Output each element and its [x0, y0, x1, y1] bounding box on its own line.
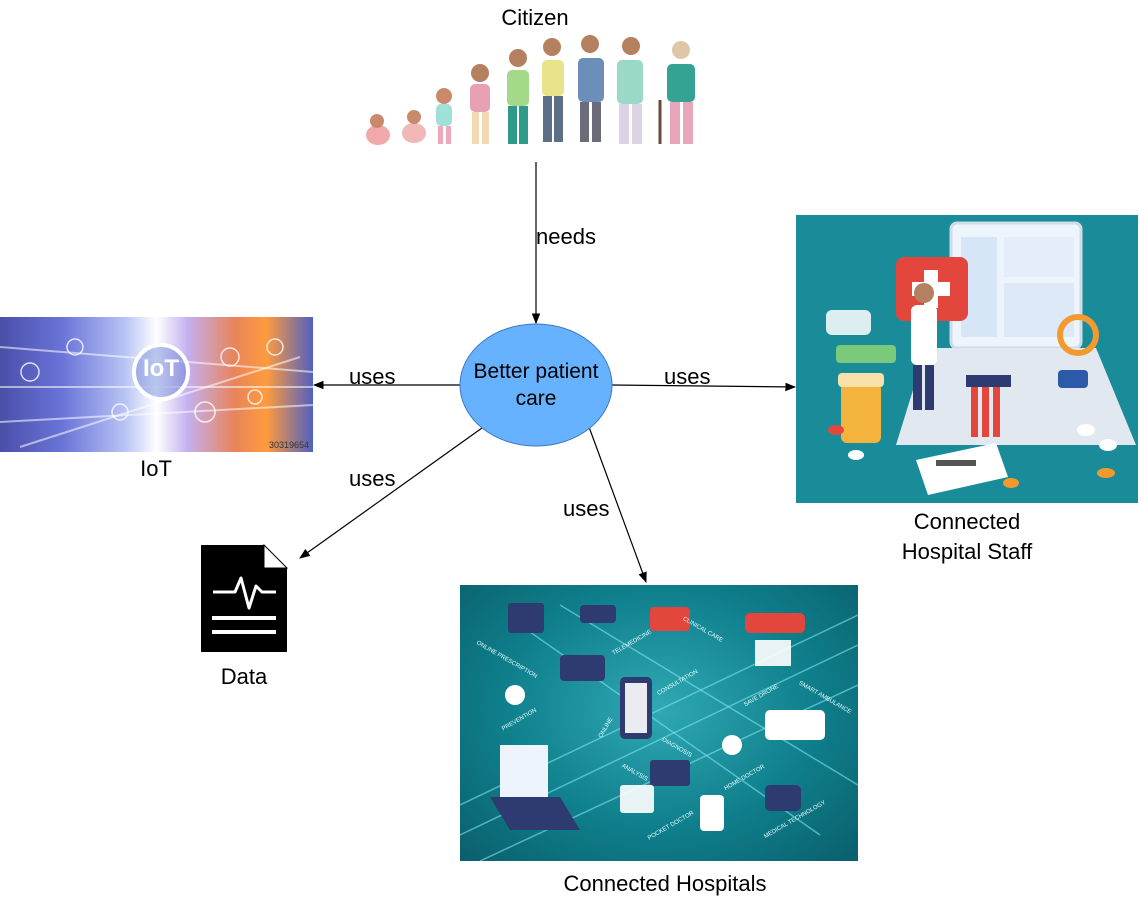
- hospital-device-icons: [490, 603, 825, 831]
- edge-uses-staff: [610, 382, 797, 392]
- connected-hospitals-label: Connected Hospitals: [563, 871, 767, 896]
- iot-image-text: IoT: [143, 355, 179, 382]
- center-ellipse: [459, 323, 613, 447]
- edge-label-uses-data: uses: [349, 466, 396, 491]
- iot-image-id: 30319654: [268, 440, 309, 450]
- edge-label-uses-iot: uses: [349, 364, 396, 389]
- citizen-label: Citizen: [501, 5, 569, 30]
- edge-label-uses-staff: uses: [664, 364, 711, 389]
- edge-uses-data: [299, 427, 483, 559]
- edge-label-needs: needs: [536, 224, 596, 249]
- hospital-staff-image: [796, 215, 1138, 503]
- center-label-line2: care: [515, 387, 557, 410]
- connected-hospitals-image: ONLINE PRESCRIPTION TELEMEDICINE CLINICA…: [460, 585, 858, 861]
- person-icon: [366, 35, 695, 145]
- iot-image: IoT 30319654: [0, 317, 313, 452]
- data-label: Data: [220, 664, 268, 689]
- edge-label-uses-hospitals: uses: [563, 496, 610, 521]
- center-label-line1: Better patient: [473, 360, 599, 383]
- document-icon: [201, 543, 289, 652]
- hospital-staff-label-line2: Hospital Staff: [901, 539, 1033, 564]
- edge-uses-hospitals: [588, 426, 647, 584]
- iot-label: IoT: [140, 456, 172, 481]
- hospital-staff-label-line1: Connected: [913, 509, 1021, 534]
